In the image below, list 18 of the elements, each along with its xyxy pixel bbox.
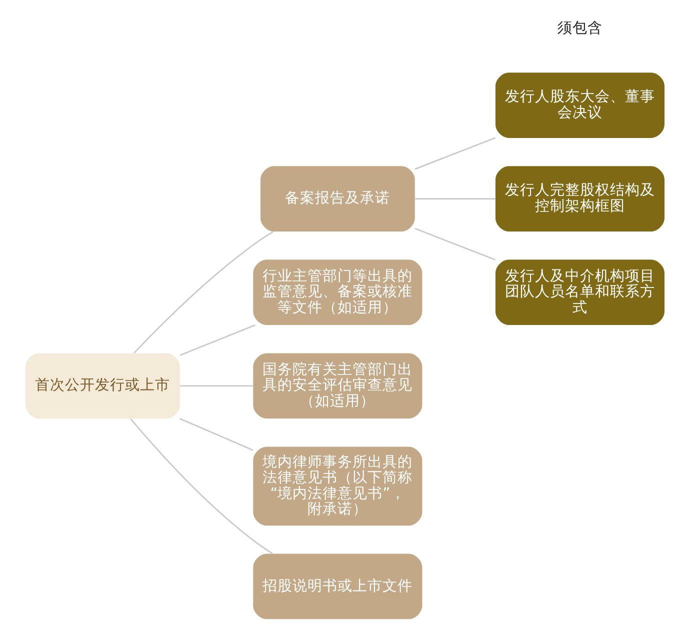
connector xyxy=(414,228,496,260)
connector xyxy=(414,198,495,200)
connector xyxy=(414,137,496,170)
node-box: 备案报告及承诺 xyxy=(260,166,414,232)
connector xyxy=(180,385,252,387)
node-box: 行业主管部门等出具的监管意见、备案或核准等文件（如适用） xyxy=(252,260,422,326)
node-box: 发行人完整股权结构及控制架构框图 xyxy=(494,166,664,232)
node-box: 首次公开发行或上市 xyxy=(25,353,180,419)
connector xyxy=(130,418,272,554)
node-box: 发行人股东大会、董事会决议 xyxy=(494,72,664,138)
connector xyxy=(179,324,255,356)
label: 须包含 xyxy=(556,19,602,36)
connector xyxy=(178,418,253,451)
node-box: 国务院有关主管部门出具的安全评估审查意见（如适用） xyxy=(252,353,422,419)
connector xyxy=(133,231,273,354)
node-box: 发行人及中介机构项目团队人员名单和联系方式 xyxy=(494,260,664,326)
node-box: 境内律师事务所出具的法律意见书（以下简称“境内法律意见书”，附承诺） xyxy=(252,446,422,526)
node-box: 招股说明书或上市文件 xyxy=(252,554,422,620)
